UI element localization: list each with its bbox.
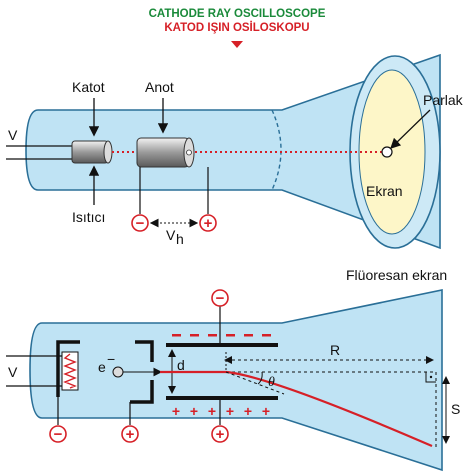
label-anot: Anot bbox=[145, 79, 174, 95]
charge-minus-3 bbox=[208, 334, 217, 337]
anode-bracket-bottom bbox=[130, 380, 154, 404]
cathode-cylinder-end bbox=[103, 140, 113, 164]
bottom-cathode-minus: − bbox=[54, 426, 63, 443]
bottom-plate-plus: + bbox=[216, 426, 225, 443]
title-turkish: KATOD IŞIN OSİLOSKOPU bbox=[164, 22, 310, 34]
bright-spot bbox=[381, 146, 393, 158]
charge-plus-2: + bbox=[190, 403, 198, 419]
charge-plus-6: + bbox=[262, 403, 270, 419]
charge-plus-5: + bbox=[244, 403, 252, 419]
label-d: d bbox=[177, 357, 185, 373]
cathode-cylinder bbox=[71, 140, 109, 164]
electron bbox=[112, 366, 124, 378]
theta-arc bbox=[257, 371, 263, 385]
charge-plus-1: + bbox=[172, 403, 180, 419]
label-bottom-v: V bbox=[8, 364, 18, 380]
label-katot: Katot bbox=[72, 79, 105, 95]
bottom-plate-charges: + + + + + + bbox=[172, 403, 270, 419]
label-ekran: Ekran bbox=[366, 183, 403, 199]
label-top-v: V bbox=[8, 127, 18, 143]
label-vh: V bbox=[166, 227, 176, 243]
top-plate-charges bbox=[172, 334, 271, 337]
top-tube-neck-line bbox=[271, 109, 282, 191]
label-floresan-ekran: Flüoresan ekran bbox=[346, 267, 447, 283]
charge-minus-6 bbox=[262, 334, 271, 337]
label-electron: e bbox=[98, 359, 106, 375]
right-angle-marker bbox=[425, 372, 436, 383]
label-r: R bbox=[330, 342, 340, 358]
bottom-anode-plus: + bbox=[126, 426, 135, 443]
top-crt-diagram: − + Katot Anot Parlak Ekran V Isıtıcı V … bbox=[6, 53, 464, 250]
tangent-line bbox=[225, 371, 285, 395]
charge-plus-4: + bbox=[226, 403, 234, 419]
bottom-deflection-plate bbox=[166, 396, 278, 400]
bottom-cathode-bracket bbox=[56, 340, 80, 397]
bottom-plate-terminal bbox=[211, 425, 229, 443]
label-s: S bbox=[451, 401, 460, 417]
top-plus-terminal bbox=[199, 214, 217, 232]
bottom-crt-diagram: − + − + + + + + + + bbox=[6, 267, 460, 472]
bottom-anode-terminal bbox=[121, 425, 139, 443]
label-isitici: Isıtıcı bbox=[72, 209, 105, 225]
anode-bracket-top bbox=[135, 340, 154, 362]
top-plate-terminal bbox=[211, 289, 229, 307]
label-vh-subscript: h bbox=[176, 231, 184, 247]
label-parlak: Parlak bbox=[423, 92, 464, 108]
top-plus-sign: + bbox=[204, 215, 213, 232]
top-minus-terminal bbox=[131, 214, 149, 232]
header-triangle-icon bbox=[231, 41, 243, 48]
charge-minus-5 bbox=[244, 334, 253, 337]
charge-plus-3: + bbox=[208, 403, 216, 419]
charge-minus-4 bbox=[226, 334, 235, 337]
deflected-beam bbox=[160, 370, 433, 448]
parlak-arrow bbox=[390, 109, 431, 149]
title-english: CATHODE RAY OSCILLOSCOPE bbox=[148, 8, 326, 20]
anode-aperture bbox=[186, 149, 192, 156]
right-angle-dot bbox=[429, 375, 433, 379]
anode-cylinder bbox=[136, 137, 190, 168]
label-theta: θ bbox=[268, 375, 275, 390]
top-plate-minus: − bbox=[216, 290, 225, 307]
charge-minus-2 bbox=[190, 334, 199, 337]
label-electron-sup: − bbox=[107, 351, 115, 367]
top-tube-body bbox=[25, 53, 441, 250]
heater-coil bbox=[63, 353, 77, 389]
top-minus-sign: − bbox=[136, 215, 145, 232]
top-deflection-plate bbox=[166, 343, 278, 347]
bottom-cathode-terminal bbox=[49, 425, 67, 443]
bottom-tube-body bbox=[29, 289, 443, 472]
charge-minus-1 bbox=[172, 334, 181, 337]
